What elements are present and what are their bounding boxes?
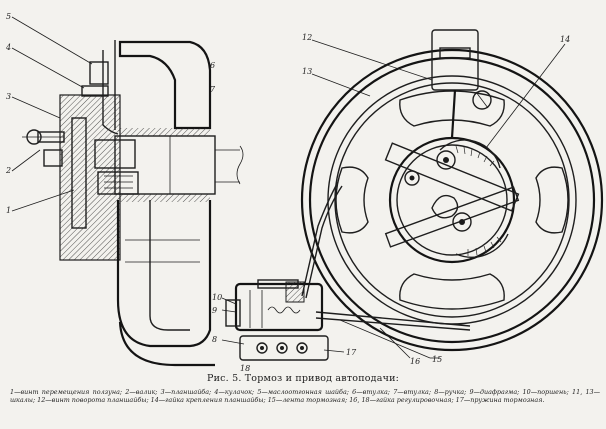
callout-1: 1 xyxy=(6,206,11,215)
callout-12: 12 xyxy=(302,33,312,42)
figure-legend: 1—винт перемещения ползуна; 2—валик; 3—п… xyxy=(10,388,600,405)
callout-8: 8 xyxy=(212,335,217,344)
callout-10: 10 xyxy=(212,293,222,302)
callout-17: 17 xyxy=(346,348,357,357)
band-linkage xyxy=(301,181,471,359)
callout-14: 14 xyxy=(560,35,570,44)
callout-5: 5 xyxy=(6,12,11,21)
callout-16: 16 xyxy=(410,357,420,366)
callout-18: 18 xyxy=(240,364,250,373)
callout-9: 9 xyxy=(212,306,217,315)
callout-6: 6 xyxy=(210,61,215,70)
callout-3: 3 xyxy=(6,92,11,101)
callout-15: 15 xyxy=(432,355,442,364)
section-view xyxy=(11,16,244,367)
callout-13: 13 xyxy=(302,67,312,76)
figure-caption: Рис. 5. Тормоз и привод автоподачи: xyxy=(206,373,399,384)
callout-2: 2 xyxy=(5,166,11,175)
callout-4: 4 xyxy=(5,43,11,52)
brake-wheel xyxy=(300,29,604,352)
actuator xyxy=(221,279,345,361)
callout-7: 7 xyxy=(210,85,216,94)
